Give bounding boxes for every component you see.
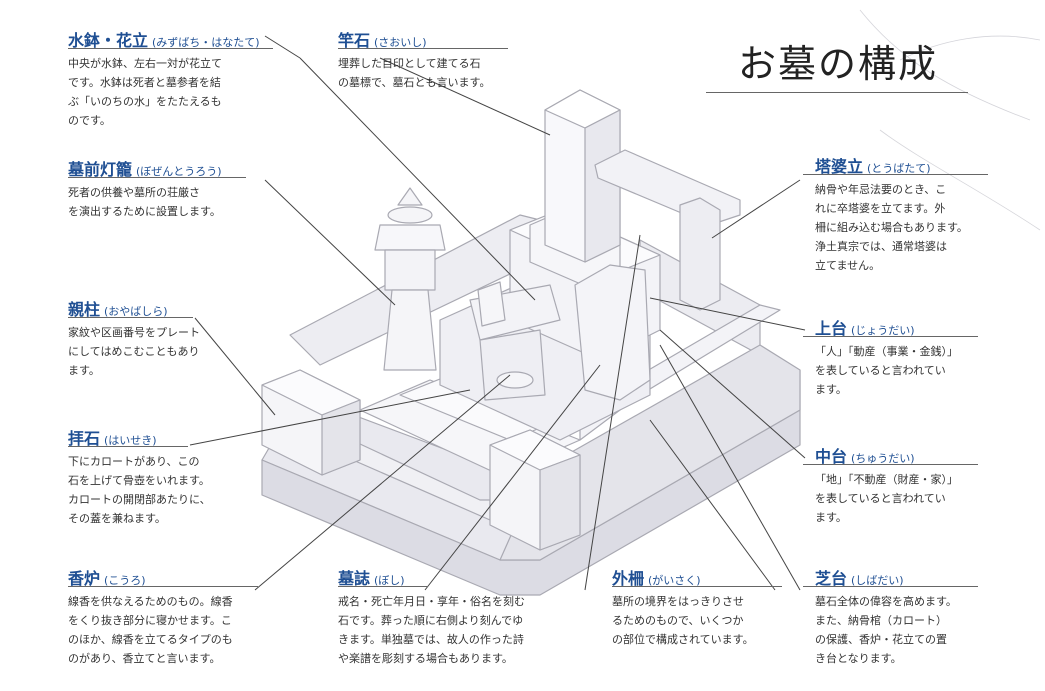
part-title: 上台(じょうだい)	[815, 319, 915, 338]
part-title: 親柱(おやばしら)	[68, 300, 168, 319]
part-desc: 線香を供なえるためのもの。線香 をくり抜き部分に寝かせます。こ のほか、線香を立…	[68, 595, 233, 665]
part-title: 墓前灯籠(ぼぜんとうろう)	[68, 160, 222, 179]
part-joudai: 上台(じょうだい) 「人」「動産（事業・金銭）」 を表していると言われてい ます…	[803, 315, 1005, 399]
part-title: 塔婆立(とうばたて)	[815, 157, 931, 176]
part-mizubachi: 水鉢・花立(みずばち・はなたて) 中央が水鉢、左右一対が花立て です。水鉢は死者…	[68, 27, 288, 130]
part-title: 香炉(こうろ)	[68, 569, 146, 588]
part-desc: 「人」「動産（事業・金銭）」 を表していると言われてい ます。	[815, 345, 958, 396]
part-saoishi: 竿石(さおいし) 埋葬した目印として建てる石 の墓標で、墓石とも言います。	[338, 27, 538, 92]
part-desc: 「地」「不動産（財産・家）」 を表していると言われてい ます。	[815, 473, 958, 524]
part-title: 外柵(がいさく)	[612, 569, 701, 588]
part-sotosaku: 外柵(がいさく) 墓所の境界をはっきりさせ るためのもので、いくつか の部位で構…	[612, 565, 787, 649]
part-chudai: 中台(ちゅうだい) 「地」「不動産（財産・家）」 を表していると言われてい ます…	[803, 443, 1005, 527]
title-rule	[706, 92, 968, 93]
page-title: お墓の構成	[738, 42, 939, 86]
part-shibadai: 芝台(しばだい) 墓石全体の偉容を高めます。 また、納骨棺（カロート） の保護、…	[803, 565, 1005, 668]
part-kouro: 香炉(こうろ) 線香を供なえるためのもの。線香 をくり抜き部分に寝かせます。こ …	[68, 565, 308, 668]
part-haiseki: 拝石(はいせき) 下にカロートがあり、この 石を上げて骨壺をいれます。 カロート…	[68, 425, 288, 528]
part-desc: 墓所の境界をはっきりさせ るためのもので、いくつか の部位で構成されています。	[612, 595, 754, 646]
part-desc: 中央が水鉢、左右一対が花立て です。水鉢は死者と墓参者を結 ぶ「いのちの水」をた…	[68, 57, 222, 127]
part-touro: 墓前灯籠(ぼぜんとうろう) 死者の供養や墓所の荘厳さ を演出するために設置します…	[68, 156, 288, 221]
part-title: 竿石(さおいし)	[338, 31, 427, 50]
part-title: 水鉢・花立(みずばち・はなたて)	[68, 31, 260, 50]
part-desc: 墓石全体の偉容を高めます。 また、納骨棺（カロート） の保護、香炉・花立ての置 …	[815, 595, 957, 665]
part-desc: 死者の供養や墓所の荘厳さ を演出するために設置します。	[68, 186, 221, 218]
part-title: 中台(ちゅうだい)	[815, 447, 915, 466]
part-title: 拝石(はいせき)	[68, 429, 157, 448]
part-oyabashira: 親柱(おやばしら) 家紋や区画番号をプレート にしてはめこむこともあり ます。	[68, 296, 288, 380]
part-desc: 下にカロートがあり、この 石を上げて骨壺をいれます。 カロートの開閉部あたりに、…	[68, 455, 211, 525]
part-desc: 納骨や年忌法要のとき、こ れに卒塔婆を立てます。外 柵に組み込む場合もあります。…	[815, 183, 968, 272]
part-desc: 埋葬した目印として建てる石 の墓標で、墓石とも言います。	[338, 57, 491, 89]
part-desc: 家紋や区画番号をプレート にしてはめこむこともあり ます。	[68, 326, 200, 377]
part-title: 墓誌(ぼし)	[338, 569, 405, 588]
part-boshi: 墓誌(ぼし) 戒名・死亡年月日・享年・俗名を刻む 石です。葬った順に右側より刻ん…	[338, 565, 578, 668]
part-toubatate: 塔婆立(とうばたて) 納骨や年忌法要のとき、こ れに卒塔婆を立てます。外 柵に組…	[803, 153, 1005, 275]
part-desc: 戒名・死亡年月日・享年・俗名を刻む 石です。葬った順に右側より刻んでゆ きます。…	[338, 595, 525, 665]
part-title: 芝台(しばだい)	[815, 569, 904, 588]
